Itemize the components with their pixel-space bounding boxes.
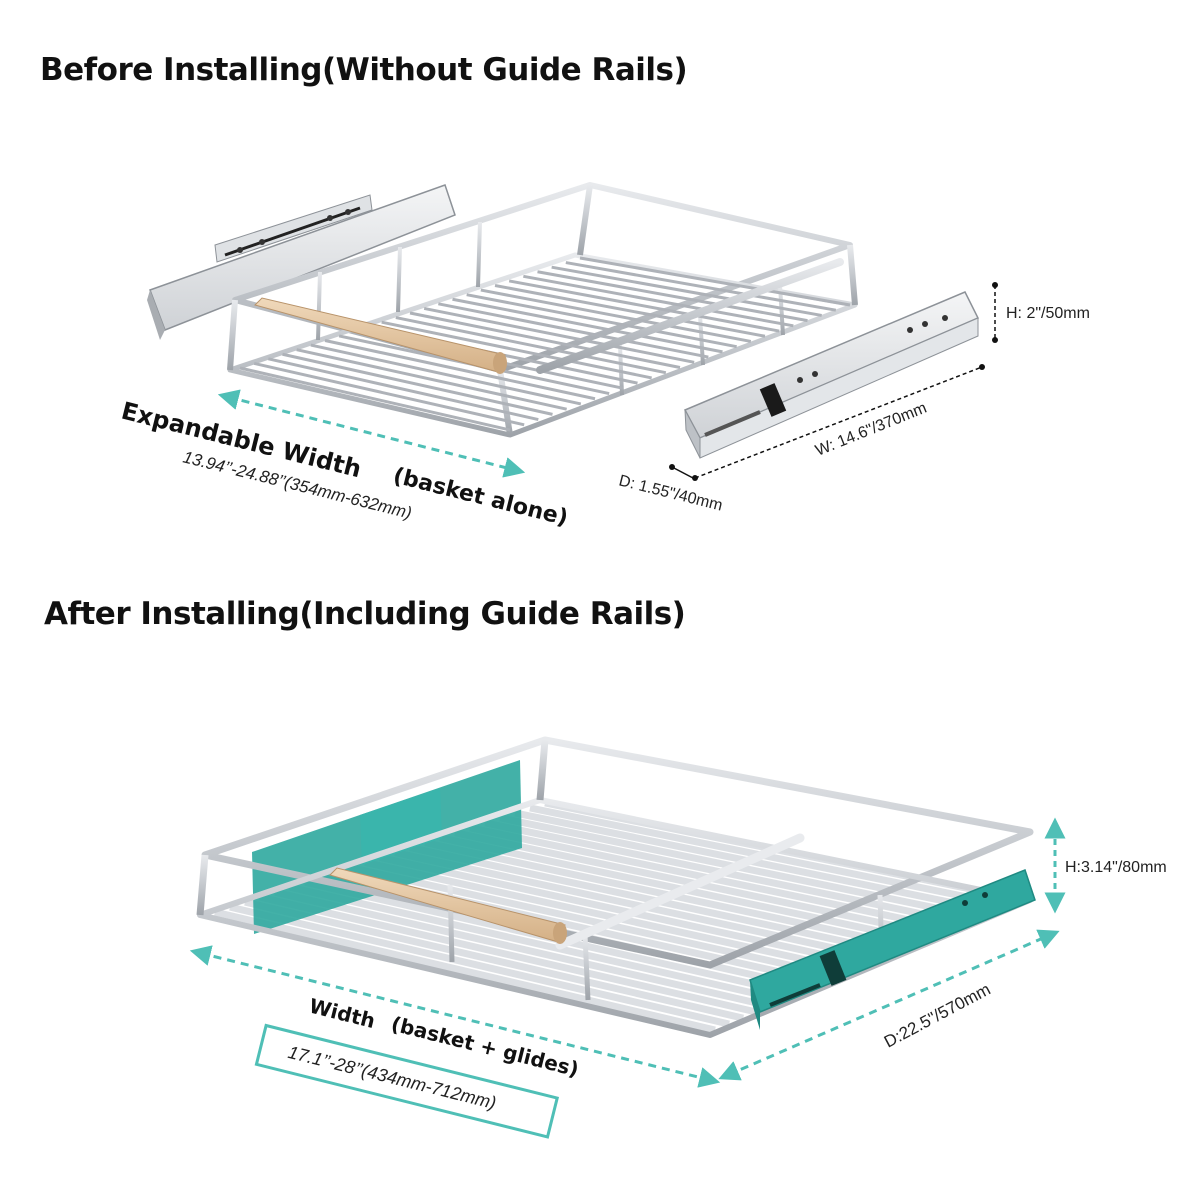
- basket-wire: [480, 288, 752, 343]
- basket-wire: [529, 804, 1012, 910]
- before-installing-heading: Before Installing(Without Guide Rails): [40, 52, 688, 88]
- basket-wire: [508, 279, 780, 333]
- basket-wire: [494, 284, 766, 338]
- left-guide-rail-top: [147, 184, 456, 340]
- bottom-height-label: H:3.14"/80mm: [1065, 859, 1167, 876]
- bottom-width-label: Width: [307, 994, 378, 1034]
- bottom-depth-arrow: [718, 929, 1060, 1081]
- basket-wire: [239, 366, 511, 432]
- expandable-width-arrow: [217, 389, 526, 478]
- wood-handle-bottom: [329, 867, 567, 944]
- wood-handle-top: [254, 297, 507, 374]
- rail-width-label: W: 14.6"/370mm: [813, 400, 929, 460]
- basket-wire: [409, 311, 681, 369]
- basket-wire: [579, 256, 851, 307]
- basket-wire: [381, 320, 652, 380]
- basket-wire: [395, 316, 667, 375]
- left-guide-rail-bottom: [252, 760, 522, 934]
- basket-wire: [438, 302, 709, 359]
- rail-width-line: [692, 364, 985, 481]
- basket-bottom-center-bar: [555, 833, 805, 950]
- basket-wire: [423, 306, 695, 364]
- basket-wire: [551, 265, 822, 317]
- basket-wire: [310, 343, 582, 406]
- basket-top-center-bar: [536, 258, 844, 374]
- after-installing-heading: After Installing(Including Guide Rails): [44, 596, 686, 632]
- right-guide-rail-top: [683, 291, 980, 459]
- basket-wire: [537, 270, 808, 323]
- basket-wire: [253, 361, 525, 427]
- basket-wire: [466, 293, 737, 349]
- bottom-depth-label: D:22.5"/570mm: [881, 980, 994, 1052]
- basket-wire: [565, 261, 837, 312]
- basket-alone-label: (basket alone): [391, 464, 571, 532]
- basket-wire: [324, 339, 596, 401]
- rail-depth-line: [669, 464, 694, 479]
- rail-height-label: H: 2"/50mm: [1006, 305, 1090, 322]
- basket-wire: [452, 297, 723, 354]
- basket-wire: [523, 274, 794, 328]
- bottom-width-arrow: [189, 945, 721, 1088]
- rail-depth-label: D: 1.55"/40mm: [617, 472, 724, 514]
